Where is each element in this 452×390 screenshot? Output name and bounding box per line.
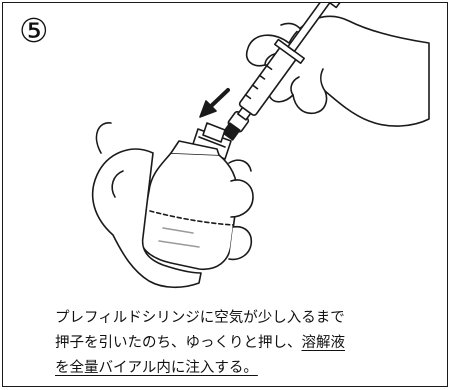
instruction-line-2: 押子を引いたのち、ゆっくりと押し、溶解液 bbox=[55, 331, 435, 356]
prefilled-syringe-icon bbox=[222, 3, 341, 141]
instruction-line-2-text: 押子を引いたのち、ゆっくりと押し、 bbox=[55, 335, 302, 351]
illustration bbox=[91, 3, 430, 289]
vial-adapter-icon bbox=[191, 122, 232, 160]
underlined-solution-text: 溶解液 bbox=[301, 335, 346, 351]
hand-holding-vial-icon bbox=[91, 122, 254, 289]
instruction-line-3: を全量バイアル内に注入する。 bbox=[55, 360, 258, 376]
arrow-down-left-icon bbox=[199, 88, 230, 118]
step-number: ⑤ bbox=[19, 11, 49, 50]
instruction-line-1: プレフィルドシリンジに空気が少し入るまで bbox=[55, 310, 345, 326]
instruction-panel: ⑤ bbox=[2, 2, 448, 387]
vial-icon bbox=[139, 140, 239, 270]
instruction-text: プレフィルドシリンジに空気が少し入るまで 押子を引いたのち、ゆっくりと押し、溶解… bbox=[55, 306, 435, 381]
